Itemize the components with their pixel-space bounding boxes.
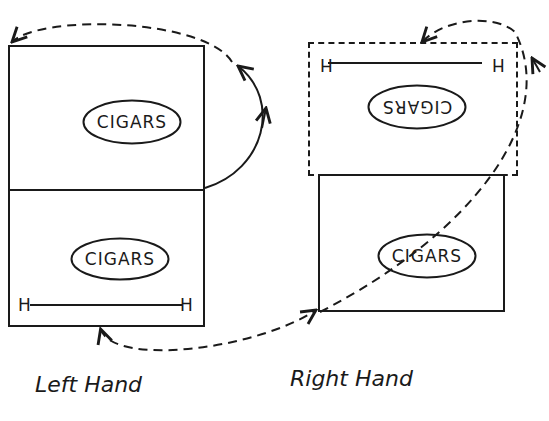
- label-oval: CIGARS: [82, 99, 182, 145]
- box-panel: CIGARS: [318, 174, 505, 312]
- box-panel: CIGARS: [8, 45, 205, 191]
- hinge-mark: H: [320, 56, 333, 74]
- hand-caption: Left Hand: [35, 372, 142, 397]
- label-oval: CIGARS: [367, 84, 467, 130]
- box-label: CIGARS: [97, 112, 167, 132]
- box-panel: H H CIGARS: [308, 42, 518, 176]
- swap-arrow: [101, 310, 316, 350]
- hand-caption: Right Hand: [290, 366, 413, 391]
- flip-arrow: [320, 21, 527, 312]
- hinge-arrow: [262, 108, 266, 128]
- hinge-mark: H: [18, 296, 31, 314]
- label-oval: CIGARS: [70, 237, 170, 281]
- box-label: CIGARS: [382, 97, 452, 117]
- flip-arrow: [12, 24, 232, 62]
- hinge-mark: H: [492, 56, 505, 74]
- label-oval: CIGARS: [377, 233, 477, 279]
- hinge-line: [328, 62, 482, 64]
- box-panel: H H CIGARS: [8, 189, 205, 327]
- hinge-line: [30, 304, 182, 306]
- hinge-mark: H: [180, 296, 193, 314]
- box-label: CIGARS: [392, 246, 462, 266]
- hinge-arrow: [205, 66, 263, 188]
- box-label: CIGARS: [85, 249, 155, 269]
- flip-arrow: [532, 58, 540, 72]
